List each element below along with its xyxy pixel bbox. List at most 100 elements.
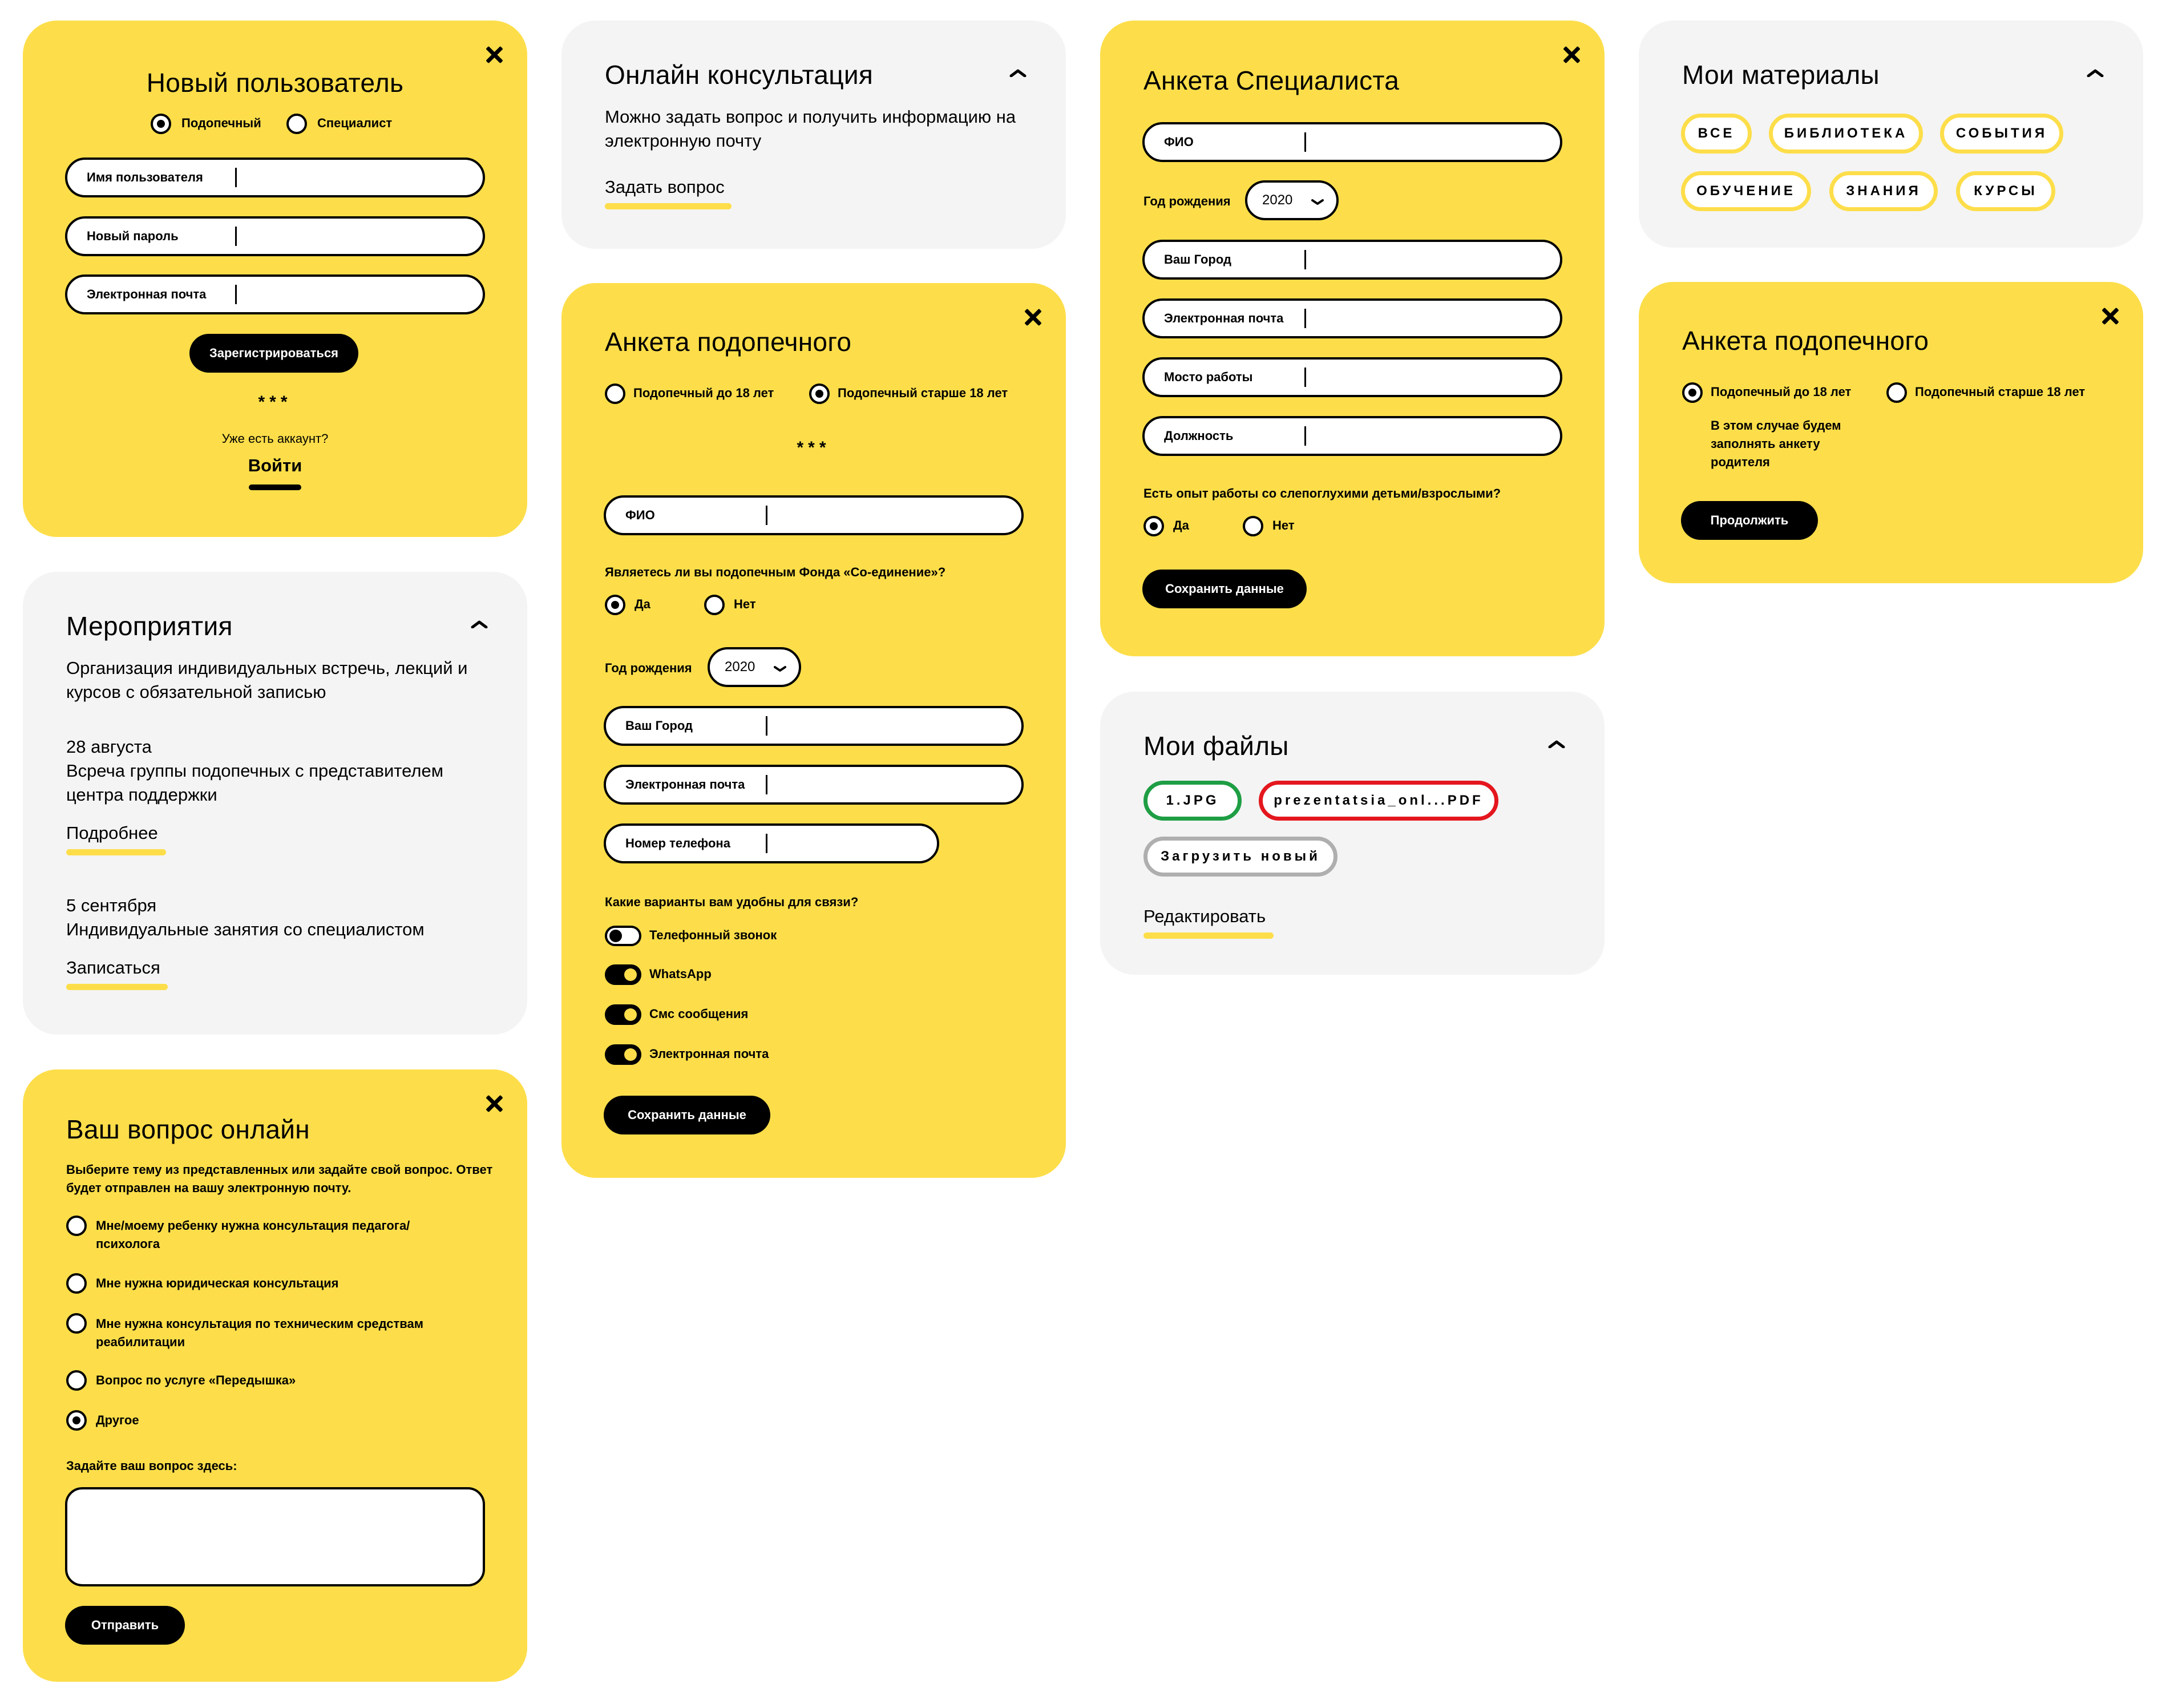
question-textarea[interactable] (65, 1487, 485, 1586)
chevron-up-icon[interactable] (2087, 69, 2104, 77)
age-under18-radio[interactable] (605, 383, 625, 404)
link-underline (66, 984, 168, 990)
event-date: 5 сентября (66, 895, 157, 915)
birth-year-select[interactable]: 2020 (1245, 180, 1339, 220)
password-field[interactable]: Новый пароль (65, 216, 485, 256)
close-icon[interactable] (1024, 309, 1041, 326)
close-icon[interactable] (1563, 46, 1580, 63)
fio-field[interactable]: ФИО (604, 495, 1024, 535)
my-materials-card: Мои материалы ВСЕ БИБЛИОТЕКА СОБЫТИЯ ОБУ… (1639, 21, 2143, 248)
card-intro: Выберите тему из представленных или зада… (66, 1162, 493, 1195)
topic-label: Мне/моему ребенку нужна консультация пед… (96, 1218, 410, 1251)
events-card: Мероприятия Организация индивидуальных в… (23, 572, 527, 1035)
field-label: Имя пользователя (87, 170, 203, 184)
close-icon[interactable] (2102, 308, 2119, 325)
filter-library[interactable]: БИБЛИОТЕКА (1769, 114, 1923, 154)
role-ward-radio[interactable] (151, 114, 171, 134)
field-label: Ваш Город (625, 718, 693, 733)
field-label: Номер телефона (625, 836, 730, 850)
position-field[interactable]: Должность (1142, 416, 1562, 456)
topic-radio[interactable] (66, 1273, 87, 1294)
chevron-down-icon (774, 666, 786, 672)
chevron-up-icon[interactable] (1009, 69, 1027, 77)
city-field[interactable]: Ваш Город (1142, 240, 1562, 280)
link-underline (605, 203, 732, 209)
fio-field[interactable]: ФИО (1142, 122, 1562, 162)
role-specialist-radio[interactable] (286, 114, 307, 134)
workplace-field[interactable]: Мосто работы (1142, 357, 1562, 397)
birth-year-label: Год рождения (1143, 194, 1231, 208)
topic-radio[interactable] (66, 1313, 87, 1334)
file-chip-jpg[interactable]: 1.JPG (1143, 781, 1242, 821)
card-title: Анкета подопечного (1682, 326, 1929, 356)
toggle-label: Смс сообщения (649, 1007, 749, 1021)
topic-radio[interactable] (66, 1216, 87, 1236)
foundation-no-radio[interactable] (704, 595, 725, 615)
my-files-card: Мои файлы 1.JPG prezentatsia_onl...PDF З… (1100, 692, 1605, 975)
toggle-label: Электронная почта (649, 1047, 769, 1061)
filter-knowledge[interactable]: ЗНАНИЯ (1829, 171, 1938, 211)
sms-toggle[interactable] (605, 1004, 641, 1025)
close-icon[interactable] (486, 46, 503, 63)
field-label: ФИО (1164, 135, 1194, 149)
age-under18-radio[interactable] (1682, 382, 1703, 403)
card-description: Можно задать вопрос и получить информаци… (605, 107, 1016, 151)
chevron-up-icon[interactable] (471, 620, 488, 628)
birth-year-label: Год рождения (605, 661, 692, 675)
foundation-yes-radio[interactable] (605, 595, 625, 615)
event-details-link[interactable]: Подробнее (66, 823, 158, 843)
card-title: Мои файлы (1143, 731, 1289, 761)
upload-new-button[interactable]: Загрузить новый (1143, 837, 1337, 877)
send-button[interactable]: Отправить (65, 1606, 185, 1645)
filter-all[interactable]: ВСЕ (1681, 114, 1752, 154)
topic-radio[interactable] (66, 1370, 87, 1391)
text-cursor (766, 716, 767, 736)
age-over18-label: Подопечный старше 18 лет (838, 386, 1008, 400)
filter-learning[interactable]: ОБУЧЕНИЕ (1681, 171, 1811, 211)
experience-no-radio[interactable] (1243, 516, 1263, 536)
event-signup-link[interactable]: Записаться (66, 958, 160, 978)
register-button[interactable]: Зарегистрироваться (189, 334, 358, 373)
filter-courses[interactable]: КУРСЫ (1956, 171, 2055, 211)
have-account-text: Уже есть аккаунт? (221, 431, 329, 446)
file-chip-pdf[interactable]: prezentatsia_onl...PDF (1259, 781, 1498, 821)
topic-radio[interactable] (66, 1410, 87, 1431)
age-over18-label: Подопечный старше 18 лет (1915, 385, 2086, 399)
whatsapp-toggle[interactable] (605, 964, 641, 985)
edit-link[interactable]: Редактировать (1143, 906, 1266, 926)
email-field[interactable]: Электронная почта (65, 274, 485, 314)
question-online-card: Ваш вопрос онлайн Выберите тему из предс… (23, 1069, 527, 1682)
divider-stars: *** (258, 393, 292, 411)
username-field[interactable]: Имя пользователя (65, 158, 485, 197)
field-label: Электронная почта (87, 287, 207, 301)
age-over18-radio[interactable] (1886, 382, 1907, 403)
field-label: Электронная почта (1164, 311, 1284, 325)
foundation-no-label: Нет (734, 597, 756, 611)
chevron-up-icon[interactable] (1548, 740, 1565, 748)
city-field[interactable]: Ваш Город (604, 706, 1024, 746)
login-link[interactable]: Войти (248, 455, 302, 475)
continue-button[interactable]: Продолжить (1681, 501, 1818, 540)
ward-form-card: Анкета подопечного Подопечный до 18 лет … (561, 283, 1066, 1178)
experience-question: Есть опыт работы со слепоглухими детьми/… (1143, 486, 1501, 500)
phone-field[interactable]: Номер телефона (604, 823, 939, 863)
birth-year-select[interactable]: 2020 (708, 647, 801, 687)
topic-label: Мне нужна юридическая консультация (96, 1276, 339, 1290)
event-text: Всреча группы подопечных с представителе… (66, 761, 444, 805)
save-data-button[interactable]: Сохранить данные (1142, 570, 1307, 608)
text-cursor (235, 227, 237, 246)
phone-call-toggle[interactable] (605, 926, 641, 946)
email-field[interactable]: Электронная почта (604, 765, 1024, 805)
email-toggle[interactable] (605, 1044, 641, 1065)
save-data-button[interactable]: Сохранить данные (604, 1096, 770, 1134)
email-field[interactable]: Электронная почта (1142, 298, 1562, 338)
toggle-label: WhatsApp (649, 967, 712, 981)
filter-events[interactable]: СОБЫТИЯ (1940, 114, 2063, 154)
experience-yes-radio[interactable] (1143, 516, 1164, 536)
age-over18-radio[interactable] (809, 383, 830, 404)
foundation-yes-label: Да (635, 597, 650, 611)
ask-question-link[interactable]: Задать вопрос (605, 177, 725, 197)
text-cursor (1304, 250, 1306, 269)
close-icon[interactable] (486, 1095, 503, 1112)
question-label: Задайте ваш вопрос здесь: (66, 1459, 237, 1473)
